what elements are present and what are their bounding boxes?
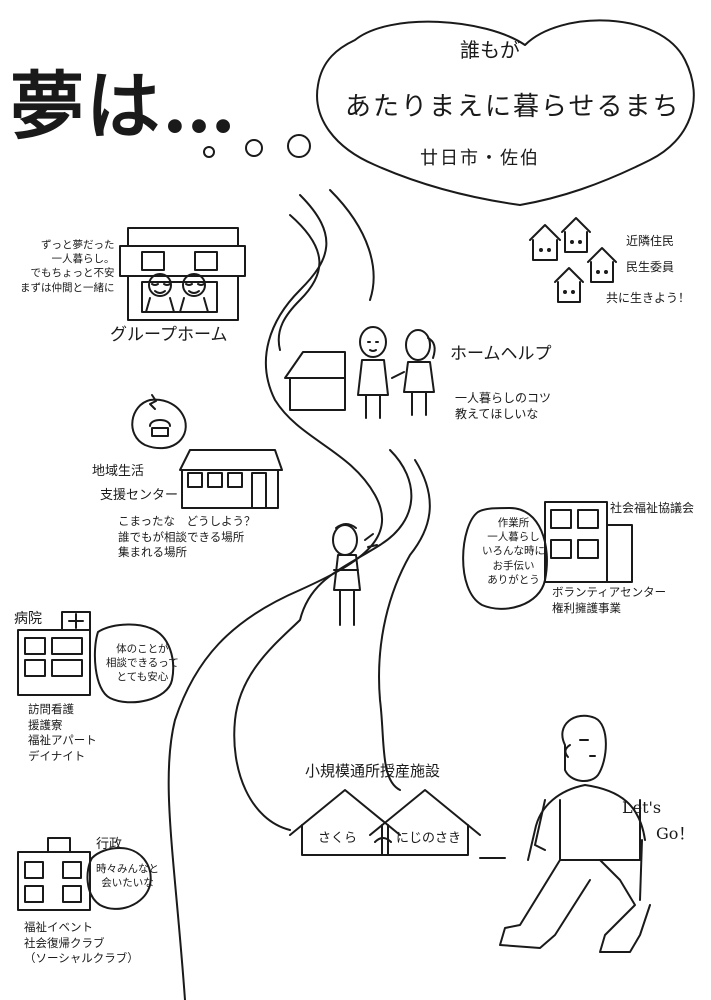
neighbors-label-2: 民生委員 [626,260,675,274]
hospital-label: 病院 [14,611,42,627]
walking-man [499,714,651,953]
home-help-label: ホームヘルプ [450,344,552,364]
thought-dots [203,134,311,158]
heart-bubble [316,19,695,206]
welfare-council-bubble: 作業所 一人暮らし いろんな時に お手伝い ありがとう [482,517,545,586]
page-title: 夢は… [10,64,238,150]
neighbors-label-1: 近隣住民 [626,234,675,248]
winding-road [167,189,431,1000]
home-help-drawing [284,326,436,419]
support-center-drawing [131,394,283,509]
welfare-council-services: ボランティアセンター 権利擁護事業 [552,585,667,615]
hospital-bubble: 体のことが 相談できるって とても安心 [106,643,179,684]
government-label: 行政 [96,837,123,852]
heart-line-3: 廿日市・佐伯 [420,148,540,169]
support-center-label-1: 地域生活 [92,464,145,479]
heart-line-2: あたりまえに暮らせるまち [345,92,681,122]
government-bubble: 時々みんなと 会いたいな [96,863,159,890]
government-services: 福祉イベント 社会復帰クラブ （ソーシャルクラブ） [24,920,139,966]
group-home-drawing [119,227,246,321]
workshop-title: 小規模通所授産施設 [305,762,441,780]
heart-line-1: 誰もが [460,38,520,62]
neighbors-note: 共に生きよう！ [606,291,691,305]
lets-go-line-1: Let's [622,798,662,817]
workshop-name-1: さくら [318,831,358,846]
group-home-label: グループホーム [110,325,228,345]
workshop-drawing [289,789,506,859]
group-home-note: ずっと夢だった 一人暮らし。 でもちょっと不安 まずは仲間と一緒に [20,239,115,294]
government-drawing [17,837,152,911]
worried-person [332,523,378,626]
support-center-note: こまったな どうしよう？ 誰でもが相談できる場所 集まれる場所 [118,514,256,560]
neighbor-houses [529,217,617,303]
home-help-note: 一人暮らしのコツ 教えてほしいな [455,391,552,422]
hospital-drawing [17,611,175,704]
lets-go-line-2: Go！ [656,824,695,843]
welfare-council-drawing [462,501,633,610]
welfare-council-label: 社会福祉協議会 [610,501,695,515]
hospital-services: 訪問看護 援護寮 福祉アパート デイナイト [28,702,97,763]
support-center-label-2: 支援センター [100,488,179,503]
workshop-name-2: にじのさき [396,831,462,846]
